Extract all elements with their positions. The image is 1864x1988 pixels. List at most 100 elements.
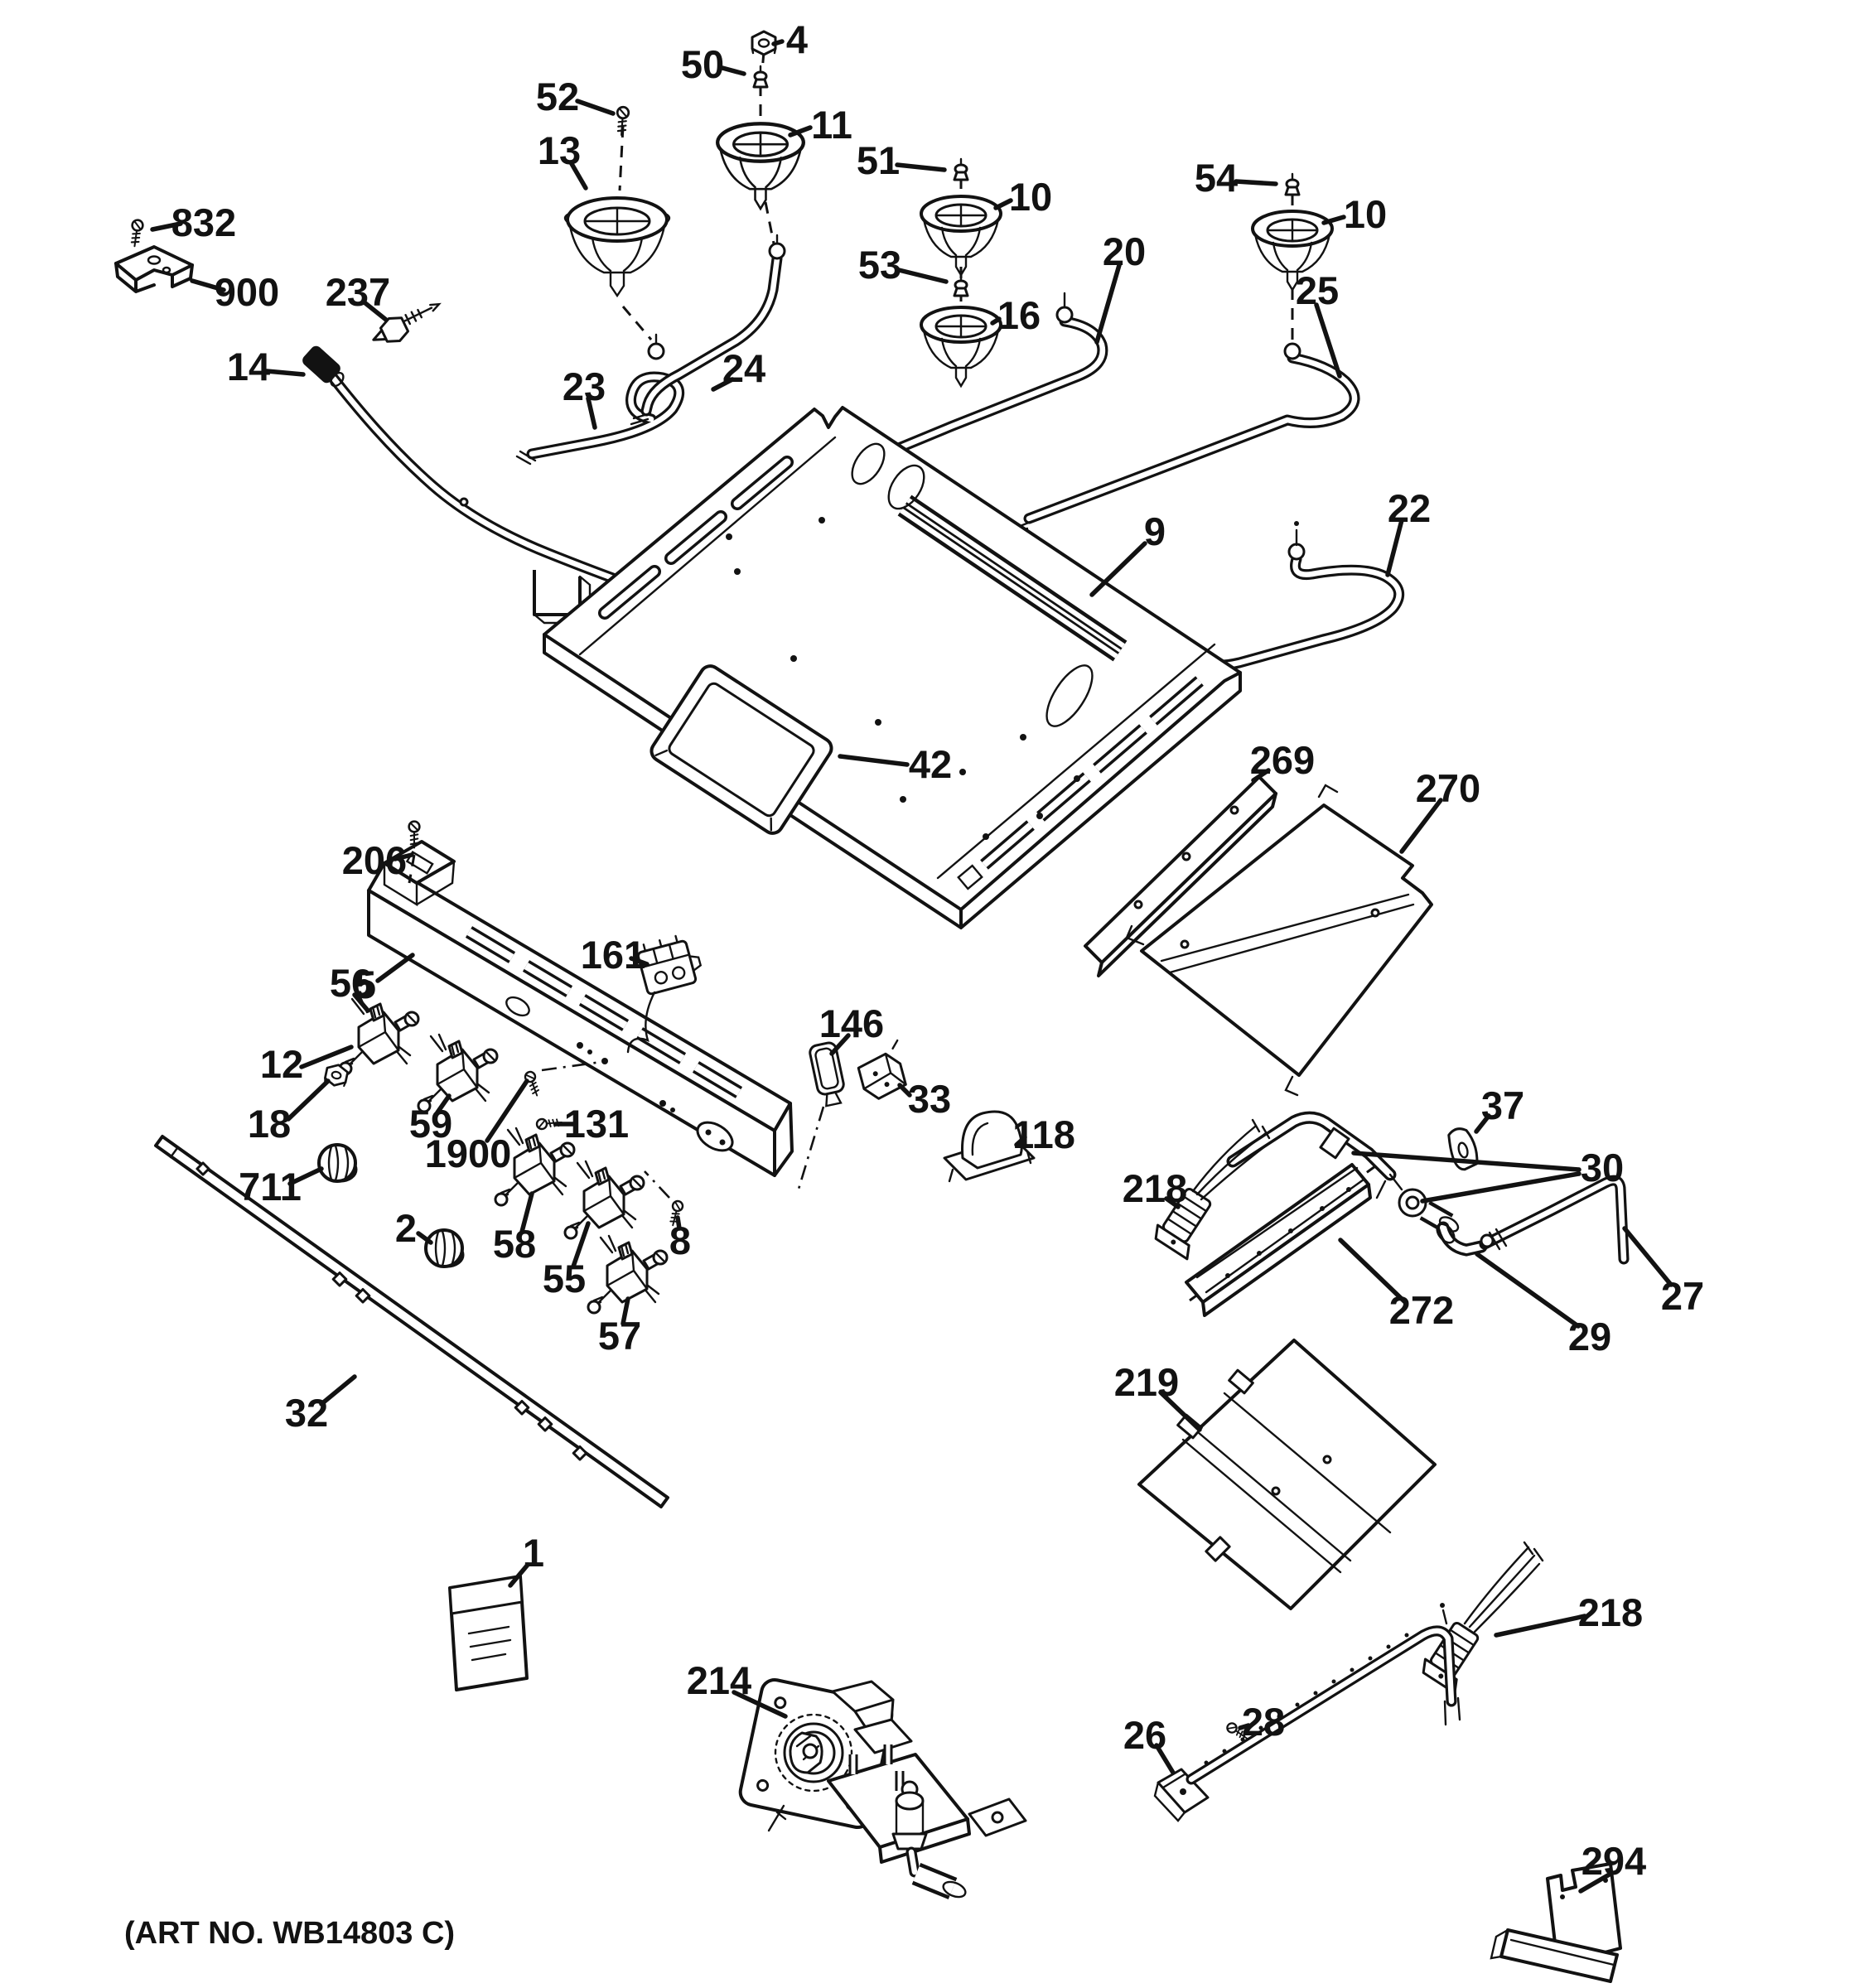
- spud-53-glyph: [953, 273, 969, 297]
- callout-leader-269: [1251, 768, 1271, 783]
- heat-shield-270-shape: [1125, 784, 1433, 1097]
- part-callout-58: 58: [493, 1222, 536, 1266]
- part-callout-23: 23: [563, 364, 606, 408]
- part-callout-218: 218: [1578, 1590, 1643, 1634]
- spud-51-glyph: [953, 157, 969, 181]
- part-callout-118: 118: [1012, 1112, 1075, 1156]
- screw-52-glyph: [615, 105, 630, 137]
- part-callout-832: 832: [171, 200, 236, 244]
- callout-leader-146: [829, 1033, 851, 1056]
- callout-leader-9: [1089, 541, 1147, 597]
- callout-leader-52: [575, 99, 616, 116]
- oven-igniter-218-shape: [1149, 1118, 1273, 1261]
- part-callout-237: 237: [326, 270, 390, 314]
- valve-59-shape: [417, 1033, 499, 1113]
- part-callout-24: 24: [722, 346, 765, 390]
- callout-leader-5: [375, 953, 415, 983]
- part-callout-10: 10: [1344, 192, 1387, 236]
- bracket-900-shape: [114, 245, 194, 293]
- part-callout-131: 131: [564, 1102, 629, 1146]
- support-bar-269-shape: [1084, 775, 1277, 977]
- part-callout-272: 272: [1389, 1288, 1454, 1332]
- callout-leader-218: [1494, 1614, 1587, 1638]
- part-callout-57: 57: [598, 1314, 641, 1358]
- part-callout-13: 13: [538, 128, 581, 172]
- callout-leader-42: [838, 754, 910, 767]
- gas-valve-214-shape: [738, 1678, 1027, 1899]
- callout-leader-2: [416, 1231, 433, 1245]
- callout-leader-1: [508, 1562, 530, 1588]
- callout-leader-59: [435, 1093, 452, 1115]
- callout-leader-55: [571, 1221, 591, 1269]
- part-callout-206: 206: [342, 838, 407, 882]
- part-callout-294: 294: [1582, 1839, 1646, 1883]
- part-callout-51: 51: [857, 138, 900, 182]
- part-callout-52: 52: [536, 75, 579, 118]
- callout-leader-24: [711, 377, 735, 392]
- part-callout-55: 55: [543, 1257, 586, 1300]
- gas-tube-27-shape: [1479, 1175, 1630, 1265]
- part-callout-219: 219: [1114, 1360, 1179, 1404]
- part-callout-269: 269: [1250, 738, 1315, 782]
- callout-leader-25: [1314, 302, 1342, 379]
- oven-burner-baffle-272-shape: [1185, 1163, 1376, 1317]
- part-callout-8: 8: [669, 1218, 691, 1262]
- callout-leader-30: [1351, 1151, 1582, 1172]
- part-callout-11: 11: [811, 103, 852, 147]
- knob-711-shape: [317, 1143, 358, 1183]
- part-callout-4: 4: [786, 17, 808, 61]
- cover-plate-42-shape: [650, 664, 833, 835]
- callout-leader-10: [993, 198, 1013, 210]
- callout-leader-4: [771, 39, 785, 46]
- callout-leader-18: [286, 1078, 331, 1122]
- part-callout-29: 29: [1568, 1315, 1611, 1358]
- shield-bracket-294-shape: [1490, 1862, 1622, 1983]
- callout-leader-832: [150, 221, 183, 232]
- callout-leader-14: [264, 369, 306, 377]
- callout-leader-270: [1399, 798, 1443, 854]
- burner-10a-shape: [920, 195, 1002, 277]
- callout-leader-711: [287, 1166, 324, 1186]
- callout-leader-272: [1338, 1238, 1407, 1304]
- burner-16-shape: [920, 306, 1002, 388]
- callout-leader-30: [1420, 1171, 1582, 1204]
- part-callout-25: 25: [1296, 268, 1339, 312]
- callout-leader-218: [1164, 1196, 1181, 1209]
- callout-leader-22: [1385, 518, 1404, 577]
- callout-leader-237: [363, 301, 389, 322]
- heat-shield-219-shape: [1137, 1339, 1437, 1610]
- callout-leader-58: [519, 1191, 534, 1234]
- gas-tube-25-shape: [1011, 342, 1360, 537]
- callout-leader-1900: [485, 1078, 529, 1143]
- part-callout-30: 30: [1581, 1146, 1624, 1189]
- spark-module-161-shape: [636, 934, 703, 996]
- part-callout-2: 2: [395, 1206, 417, 1250]
- callout-leader-51: [895, 162, 947, 172]
- spark-switch-118-shape: [943, 1110, 1036, 1183]
- callout-leader-900: [190, 278, 226, 292]
- valve-56-shape: [338, 996, 420, 1076]
- part-callout-1900: 1900: [425, 1132, 512, 1175]
- part-callout-54: 54: [1195, 156, 1238, 200]
- callout-leader-11: [788, 125, 813, 138]
- knob-2-shape: [424, 1228, 465, 1268]
- orifice-holder-237-shape: [372, 302, 442, 343]
- callout-leader-37: [1474, 1113, 1491, 1134]
- callout-leader-206: [393, 852, 414, 861]
- part-callout-14: 14: [227, 345, 270, 388]
- part-callout-12: 12: [260, 1042, 303, 1086]
- callout-leader-28: [1238, 1723, 1251, 1730]
- callout-leader-50: [720, 65, 746, 76]
- callout-leader-23: [586, 396, 597, 430]
- spud-54-glyph: [1284, 172, 1301, 196]
- part-callout-26: 26: [1123, 1713, 1166, 1757]
- part-callout-711: 711: [239, 1165, 302, 1209]
- callout-leader-32: [319, 1374, 357, 1407]
- oven-burner-tube-30-shape: [1226, 1111, 1460, 1233]
- art-number-text: (ART NO. WB14803 C): [124, 1916, 455, 1951]
- gas-tube-24-shape: [630, 234, 786, 426]
- callout-leader-53: [896, 268, 949, 284]
